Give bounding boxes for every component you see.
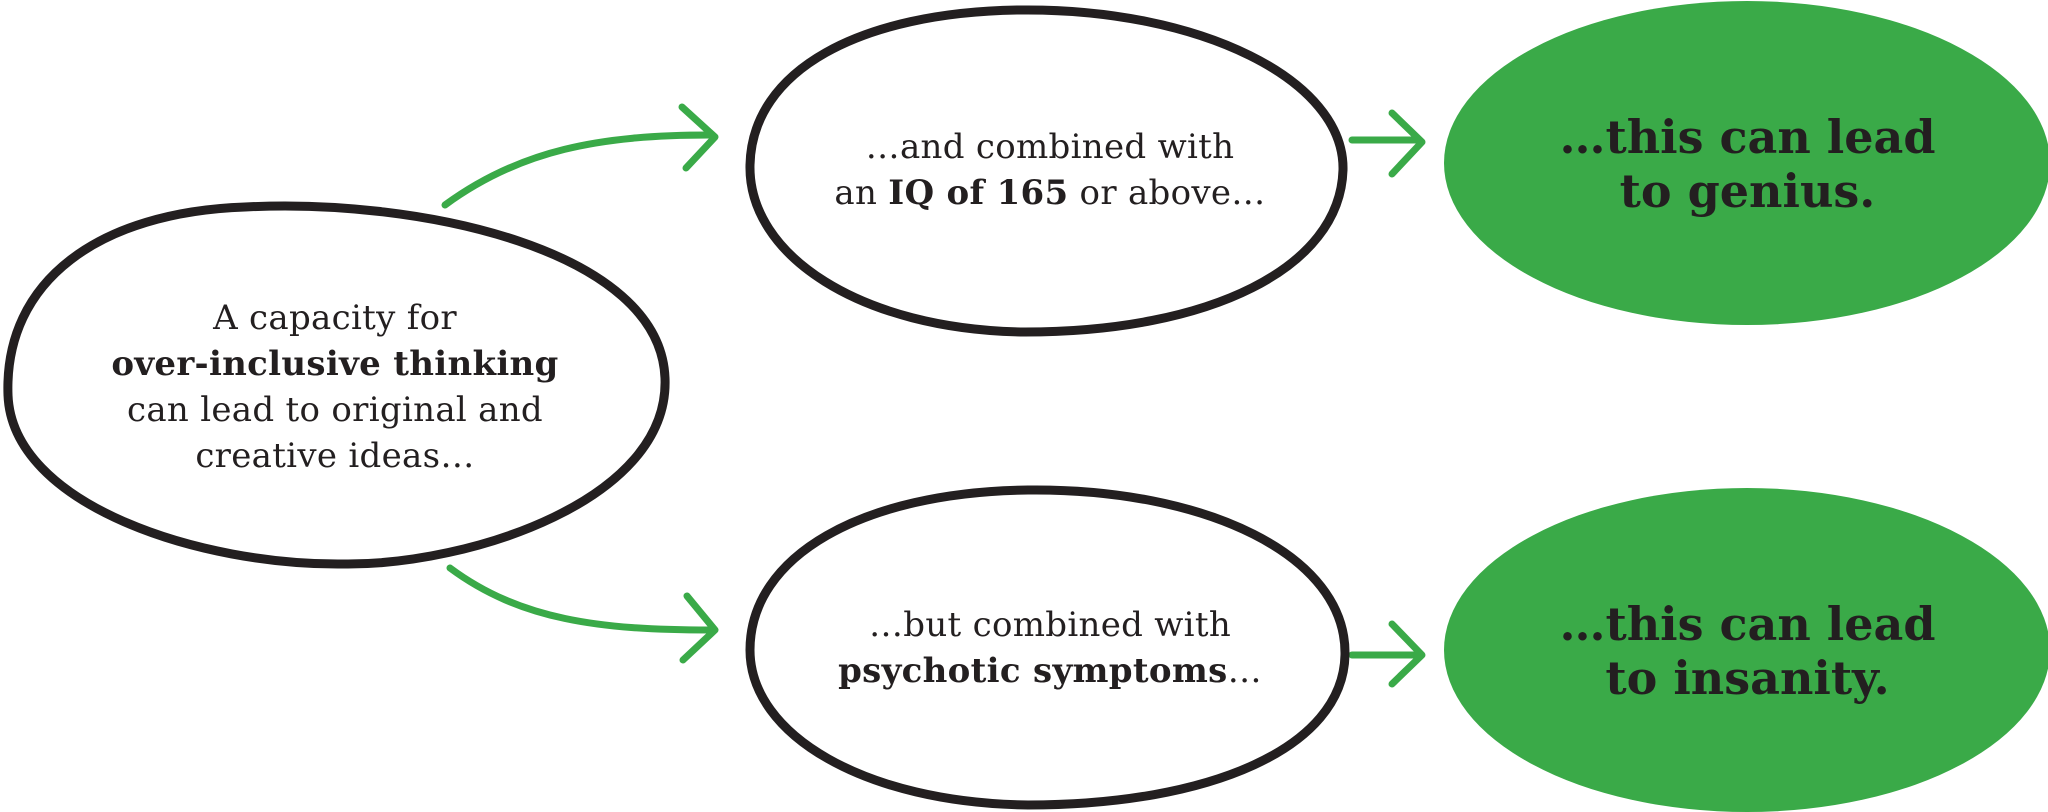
node-start-line2: over-inclusive thinking [30, 341, 640, 387]
node-genius-line1: …this can lead [1559, 110, 1936, 164]
node-iq-line1: …and combined with [865, 127, 1235, 167]
node-start-line3: can lead to original and [126, 390, 543, 430]
node-psychotic-line2: psychotic symptoms… [780, 648, 1320, 694]
node-iq-text: …and combined with an IQ of 165 or above… [780, 124, 1320, 216]
node-iq-line2-post: or above… [1068, 173, 1266, 213]
node-psychotic-oval [745, 485, 1350, 810]
arrowhead-iq-to-genius [1388, 109, 1426, 178]
node-start-oval [3, 201, 670, 569]
node-iq-line2: an IQ of 165 or above… [780, 170, 1320, 216]
arrowhead-start-to-psychotic [679, 592, 719, 664]
node-psychotic-line2-post: … [1227, 651, 1262, 691]
arrow-start-to-iq [441, 131, 714, 209]
node-genius-oval [1444, 1, 2048, 325]
node-genius-text: …this can lead to genius. [1480, 110, 2015, 218]
node-start-line4: creative ideas… [195, 436, 475, 476]
node-insanity-text: …this can lead to insanity. [1480, 597, 2015, 705]
arrow-start-to-psychotic [446, 564, 714, 634]
node-insanity-oval [1444, 488, 2048, 812]
node-start-line1: A capacity for [213, 298, 457, 338]
arrowhead-start-to-iq [678, 103, 719, 172]
node-insanity-line2: to insanity. [1605, 651, 1890, 705]
node-psychotic-line1: …but combined with [868, 605, 1232, 645]
node-insanity-line1: …this can lead [1559, 597, 1936, 651]
node-iq-bold-phrase: IQ of 165 [888, 173, 1069, 213]
node-start-bold-phrase: over-inclusive thinking [111, 344, 559, 384]
node-iq-oval [745, 5, 1348, 337]
node-genius-line2: to genius. [1619, 164, 1876, 218]
node-psychotic-bold-phrase: psychotic symptoms [838, 651, 1228, 691]
node-start-text: A capacity for over-inclusive thinking c… [30, 295, 640, 479]
node-iq-line2-pre: an [834, 173, 889, 213]
node-psychotic-text: …but combined with psychotic symptoms… [780, 602, 1320, 694]
arrowhead-psychotic-to-insanity [1388, 620, 1426, 688]
